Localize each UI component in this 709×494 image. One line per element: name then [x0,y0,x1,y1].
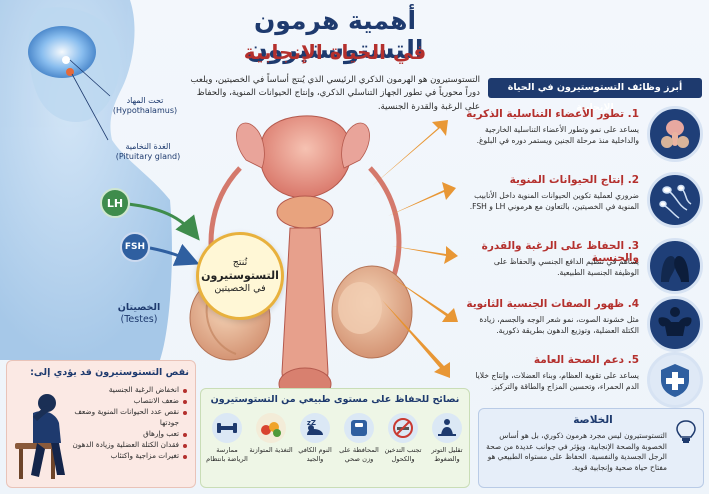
pituitary-label-ar: الغدة النخامية [125,142,171,151]
function-item: 5. دعم الصحة العامة يساعد على تقوية العظ… [460,352,703,412]
dumbbell-icon [212,413,242,443]
produce-line2: التستوستيرون [201,268,279,282]
function-title: 3. الحفاظ على الرغبة والقدرة والجنسية [481,240,639,264]
testosterone-production-badge: تُنتج التستوستيرون في الخصيتين [196,232,284,320]
shield-icon [647,352,703,408]
tip-item: ممارسة الرياضة بانتظام [205,413,249,463]
tip-label: ممارسة الرياضة بانتظام [206,446,248,463]
tip-label: تجنب التدخين والكحول [384,446,422,463]
function-arrows [372,120,458,378]
list-item: ضعف الانتصاب [69,396,187,407]
tip-label: المحافظة على وزن صحي [339,446,379,463]
testes-label-en: (Testes) [120,313,158,325]
meditation-icon [432,413,462,443]
tip-label: النوم الكافي والجيد [298,446,332,463]
list-item: انخفاض الرغبة الجنسية [69,385,187,396]
deficiency-effects-box: نقص التستوستيرون قد يؤدي إلى: انخفاض الر… [6,360,196,488]
function-item: 1. تطور الأعضاء التناسلية الذكرية يساعد … [460,106,703,166]
tip-item: المحافظة على وزن صحي [337,413,381,463]
list-item: فقدان الكتلة العضلية وزيادة الدهون [69,440,187,451]
lh-badge: LH [100,188,130,218]
fsh-badge: FSH [120,232,150,262]
hypothalamus-label-en: (Hypothalamus) [112,106,178,115]
summary-box: الخلاصة التستوستيرون ليس مجرد هرمون ذكور… [478,408,704,488]
list-item: نقص عدد الحيوانات المنوية وضعف جودتها [69,407,187,429]
tip-label: التغذية المتوازنة [249,446,293,454]
sleep-icon: zZ [300,413,330,443]
tip-item: zZ النوم الكافي والجيد [293,413,337,463]
function-item: 2. إنتاج الحيوانات المنوية ضروري لعملية … [460,172,703,232]
hypothalamus-label-ar: تحت المهاد [126,96,164,105]
summary-title: الخلاصة [573,414,613,426]
testes-label-ar: الخصيتان [117,302,161,313]
function-desc: يساعد على نمو وتطور الأعضاء التناسلية ال… [476,125,639,145]
list-item: تعب وإرهاق [69,429,187,440]
hypothalamus-label: تحت المهاد (Hypothalamus) [110,96,180,116]
tip-item: التغذية المتوازنة [249,413,293,455]
hypothalamus-marker [62,56,70,64]
intro-text: التستوستيرون هو الهرمون الذكري الرئيسي ا… [190,75,480,112]
sperm-icon [647,172,703,228]
summary-text: التستوستيرون ليس مجرد هرمون ذكوري، بل هو… [486,431,667,473]
pituitary-label-en: (Pituitary gland) [115,152,181,161]
function-title: 2. إنتاج الحيوانات المنوية [509,174,639,186]
tip-label: تقليل التوتر والضغوط [431,446,463,463]
testes-label: الخصيتان (Testes) [106,302,172,326]
couple-icon [647,238,703,294]
brain-icon [28,26,96,78]
function-title: 4. ظهور الصفات الجنسية الثانوية [466,298,639,310]
food-icon [256,413,286,443]
page-title: أهمية هرمون التستوستيرون [246,6,424,64]
function-desc: يساهم في تنظيم الدافع الجنسي والحفاظ على… [493,257,639,277]
pituitary-label: الغدة النخامية (Pituitary gland) [108,142,188,162]
function-item: 3. الحفاظ على الرغبة والقدرة والجنسية يس… [460,238,703,298]
deficiency-title: نقص التستوستيرون قد يؤدي إلى: [30,367,189,378]
tip-item: تقليل التوتر والضغوط [425,413,469,463]
page-subtitle: في الحياة الإنجابية [243,40,427,64]
svg-text:zZ: zZ [307,419,316,427]
functions-header: أبرز وظائف التستوستيرون في الحياة الإنجا… [488,78,702,113]
function-title: 1. تطور الأعضاء التناسلية الذكرية [466,108,639,120]
muscle-icon [647,296,703,352]
tips-box: نصائح للحفاظ على مستوى طبيعي من التستوست… [200,388,470,488]
function-desc: ضروري لعملية تكوين الحيوانات المنوية داخ… [469,191,639,211]
produce-line3: في الخصيتين [214,283,266,295]
scale-icon [344,413,374,443]
tip-item: تجنب التدخين والكحول [381,413,425,463]
function-title: 5. دعم الصحة العامة [533,354,639,366]
deficiency-list: انخفاض الرغبة الجنسية ضعف الانتصاب نقص ع… [69,385,187,462]
function-desc: مثل خشونة الصوت، نمو شعر الوجه والجسم، ز… [479,315,639,335]
function-desc: يساعد على تقوية العظام، وبناء العضلات، و… [475,371,639,391]
produce-line1: تُنتج [232,256,248,268]
list-item: تغيرات مزاجية واكتئاب [69,451,187,462]
function-item: 4. ظهور الصفات الجنسية الثانوية مثل خشون… [460,296,703,356]
tips-title: نصائح للحفاظ على مستوى طبيعي من التستوست… [210,394,460,405]
sad-person-icon [15,394,65,479]
no-smoking-icon [388,413,418,443]
lightbulb-icon [676,420,696,443]
organ-icon [647,106,703,162]
